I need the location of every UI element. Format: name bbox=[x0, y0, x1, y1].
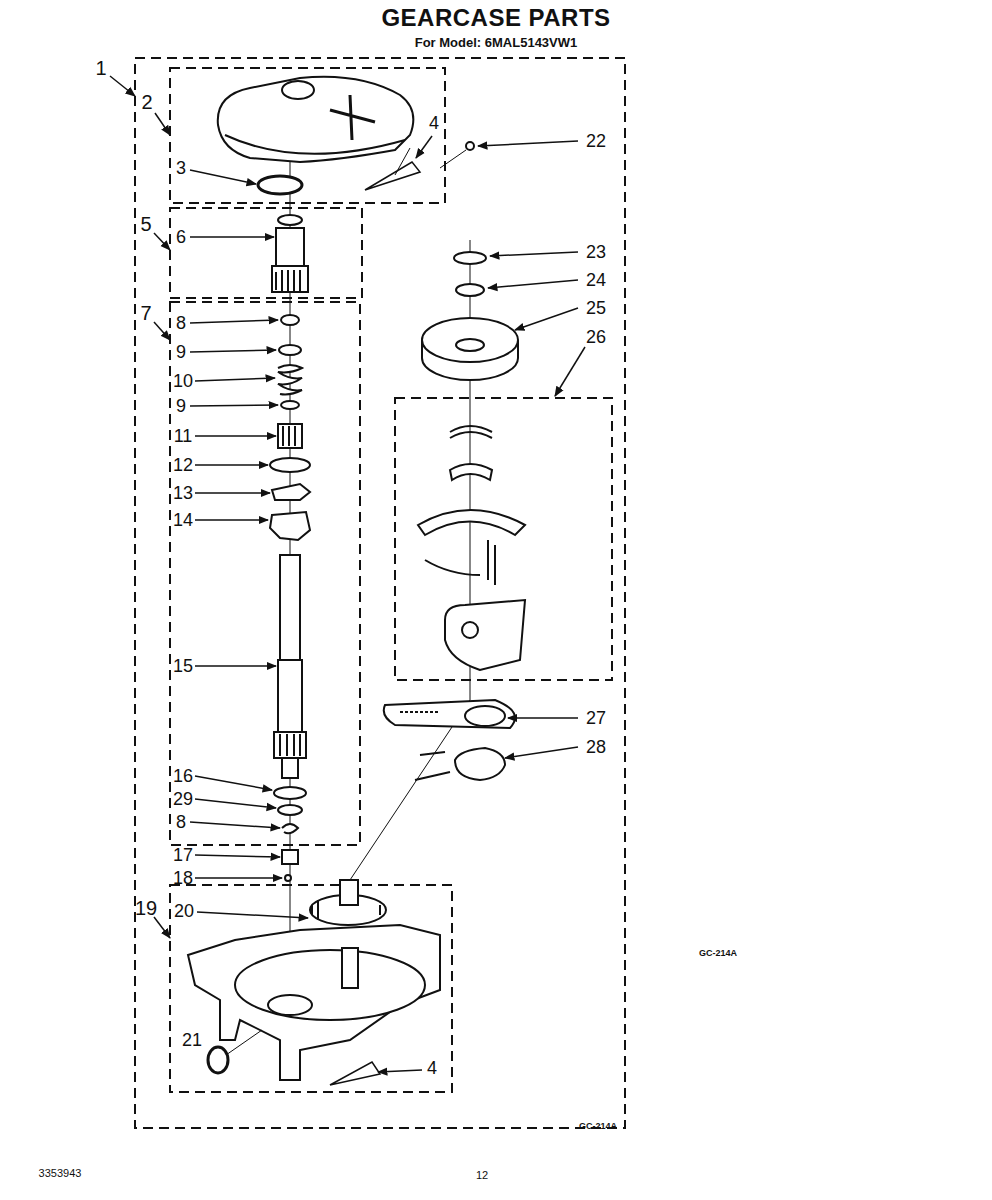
figure-code: GC-214A bbox=[699, 949, 737, 958]
callout-number: 4 bbox=[427, 1059, 437, 1077]
document-number: 3353943 bbox=[39, 1168, 82, 1179]
callout-number: 16 bbox=[173, 767, 193, 785]
callout-number: 8 bbox=[176, 314, 186, 332]
callout-number: 1 bbox=[95, 58, 106, 78]
callout-number: 11 bbox=[174, 427, 193, 445]
page-number: 12 bbox=[476, 1170, 488, 1181]
callout-number: 22 bbox=[586, 132, 606, 150]
callout-number: 26 bbox=[586, 328, 606, 346]
callout-number: 21 bbox=[182, 1031, 202, 1049]
callout-number: 7 bbox=[140, 303, 151, 323]
callout-number: 15 bbox=[173, 657, 193, 675]
callout-number: 27 bbox=[586, 709, 606, 727]
callout-number: 12 bbox=[173, 456, 193, 474]
diagram-title: GEARCASE PARTS bbox=[381, 6, 610, 30]
callout-number: 20 bbox=[174, 902, 194, 920]
callout-number: 8 bbox=[176, 813, 186, 831]
callout-number: 4 bbox=[429, 114, 439, 132]
callout-number: 17 bbox=[173, 846, 193, 864]
callout-number: 25 bbox=[586, 299, 606, 317]
callout-number: 18 bbox=[173, 869, 193, 887]
callout-number: 2 bbox=[141, 92, 152, 112]
model-subtitle: For Model: 6MAL5143VW1 bbox=[415, 36, 578, 49]
callout-number: 28 bbox=[586, 738, 606, 756]
callout-number: 6 bbox=[176, 228, 186, 246]
callout-number: 29 bbox=[173, 790, 193, 808]
callout-number: 14 bbox=[173, 511, 193, 529]
callout-number: 13 bbox=[173, 484, 193, 502]
callout-number: 9 bbox=[176, 343, 186, 361]
callout-number: 19 bbox=[135, 898, 157, 918]
callout-number: 3 bbox=[176, 159, 186, 177]
callout-number: 24 bbox=[586, 271, 606, 289]
callout-number: 9 bbox=[176, 397, 186, 415]
callout-number: 10 bbox=[173, 372, 193, 390]
callout-number: 5 bbox=[140, 214, 151, 234]
callout-number: 23 bbox=[586, 243, 606, 261]
figure-code: GC-214A bbox=[579, 1122, 617, 1131]
